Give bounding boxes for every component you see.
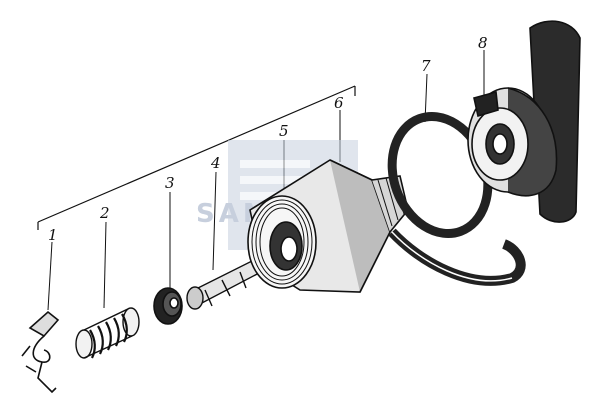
callout-bracket (37, 85, 356, 230)
part-1-clip (21, 310, 60, 394)
callout-6: 6 (334, 94, 344, 112)
callout-labels: 1 2 3 4 5 6 7 8 (48, 34, 488, 244)
callout-5: 5 (279, 122, 289, 140)
part-8-cap-handle (467, 20, 581, 223)
part-3-washer (153, 287, 183, 325)
callout-4: 4 (210, 154, 221, 172)
part-5-6-nut-body (247, 159, 409, 293)
callout-1: 1 (48, 226, 58, 244)
callout-7: 7 (421, 57, 431, 75)
callout-8: 8 (478, 34, 488, 52)
callout-2: 2 (99, 204, 110, 222)
callout-3: 3 (165, 174, 175, 192)
part-2-spring (75, 307, 140, 359)
